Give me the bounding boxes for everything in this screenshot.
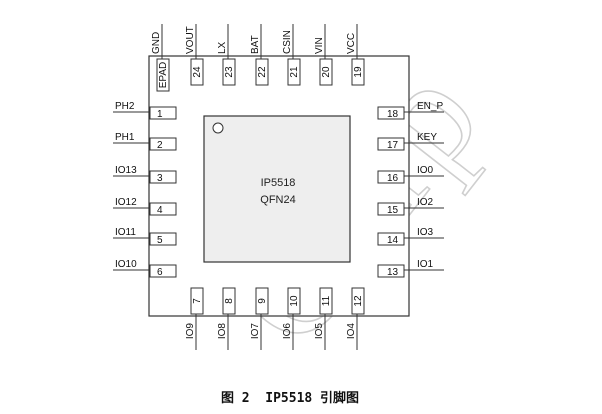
pin-label-io11: IO11 bbox=[115, 227, 136, 238]
pin-label-io10: IO10 bbox=[115, 259, 137, 270]
figure-caption: 图 2 IP5518 引脚图 bbox=[221, 390, 359, 406]
pin-label-io5: IO5 bbox=[314, 323, 325, 340]
pin-label-vin: VIN bbox=[314, 37, 325, 54]
pin-number-6: 6 bbox=[157, 267, 163, 278]
pin-pad-15 bbox=[377, 202, 405, 216]
pin-label-vcc: VCC bbox=[346, 33, 357, 54]
pin-label-io2: IO2 bbox=[417, 197, 434, 208]
pin-pad-16 bbox=[377, 170, 405, 184]
pin-label-io7: IO7 bbox=[250, 323, 261, 340]
chip-name: IP5518 bbox=[261, 177, 296, 189]
pin-label-en-p: EN_P bbox=[417, 101, 443, 112]
pin-number-9: 9 bbox=[257, 298, 268, 304]
pin-pad-1 bbox=[149, 106, 177, 120]
pin-number-21: 21 bbox=[289, 66, 300, 78]
pin-pad-18 bbox=[377, 106, 405, 120]
pin-number-17: 17 bbox=[387, 140, 399, 151]
pin-number-1: 1 bbox=[157, 109, 163, 120]
pin-pad-5 bbox=[149, 232, 177, 246]
pin-number-epad: EPAD bbox=[158, 62, 169, 89]
pin-pad-17 bbox=[377, 137, 405, 151]
pin-number-11: 11 bbox=[321, 295, 332, 306]
pin-label-csin: CSIN bbox=[282, 30, 293, 54]
pin-number-24: 24 bbox=[192, 66, 203, 78]
pin-number-2: 2 bbox=[157, 140, 163, 151]
pin-pad-14 bbox=[377, 232, 405, 246]
pin-label-io4: IO4 bbox=[346, 323, 357, 340]
pin-pad-22 bbox=[255, 58, 269, 86]
pin-pad-13 bbox=[377, 264, 405, 278]
pin-label-io9: IO9 bbox=[185, 323, 196, 340]
pin-number-14: 14 bbox=[387, 235, 399, 246]
pin-label-io8: IO8 bbox=[217, 323, 228, 340]
pin-pad-4 bbox=[149, 202, 177, 216]
pin-label-io3: IO3 bbox=[417, 227, 434, 238]
pin-pad-epad bbox=[156, 58, 170, 92]
pin-label-bat: BAT bbox=[250, 35, 261, 54]
pin1-marker bbox=[212, 122, 224, 134]
pin-pad-23 bbox=[222, 58, 236, 86]
pin-number-5: 5 bbox=[157, 235, 163, 246]
pin-pad-3 bbox=[149, 170, 177, 184]
pin-number-20: 20 bbox=[321, 66, 332, 78]
pin-pad-6 bbox=[149, 264, 177, 278]
pin-pad-10 bbox=[287, 287, 301, 315]
pin-label-lx: LX bbox=[217, 41, 228, 54]
pin-number-7: 7 bbox=[192, 298, 203, 304]
pin-number-19: 19 bbox=[353, 66, 364, 78]
pin-number-23: 23 bbox=[224, 66, 235, 78]
pin-number-12: 12 bbox=[353, 295, 364, 307]
pin-pad-20 bbox=[319, 58, 333, 86]
pin-label-io0: IO0 bbox=[417, 165, 434, 176]
pin-pad-12 bbox=[351, 287, 365, 315]
pin-label-io1: IO1 bbox=[417, 259, 434, 270]
pin-pad-11 bbox=[319, 287, 333, 315]
pin-number-18: 18 bbox=[387, 109, 399, 120]
pin-number-22: 22 bbox=[257, 66, 268, 78]
pin-pad-19 bbox=[351, 58, 365, 86]
pin-pad-21 bbox=[287, 58, 301, 86]
pin-number-4: 4 bbox=[157, 205, 163, 216]
pin-layer: 1 PH2 2 PH1 3 IO13 4 IO12 5 IO11 6 IO10 13 IO1 14 IO3 15… bbox=[113, 24, 444, 350]
pin-pad-8 bbox=[222, 287, 236, 315]
pin-pad-9 bbox=[255, 287, 269, 315]
pin-label-ph2: PH2 bbox=[115, 101, 135, 112]
pin-number-10: 10 bbox=[289, 295, 300, 307]
pin-label-io13: IO13 bbox=[115, 165, 137, 176]
pin-label-ph1: PH1 bbox=[115, 132, 135, 143]
pin-pad-24 bbox=[190, 58, 204, 86]
pin-number-8: 8 bbox=[224, 298, 235, 304]
pin-number-16: 16 bbox=[387, 173, 399, 184]
package-type: QFN24 bbox=[260, 194, 295, 206]
pin-label-vout: VOUT bbox=[185, 26, 196, 54]
pin-label-io12: IO12 bbox=[115, 197, 137, 208]
pin-label-key: KEY bbox=[417, 132, 437, 143]
pin-number-15: 15 bbox=[387, 205, 399, 216]
die-area bbox=[203, 115, 351, 263]
pin-pad-7 bbox=[190, 287, 204, 315]
pin-number-3: 3 bbox=[157, 173, 163, 184]
pin-pad-2 bbox=[149, 137, 177, 151]
pin-label-gnd: GND bbox=[151, 32, 162, 54]
pin-number-13: 13 bbox=[387, 267, 399, 278]
pin-label-io6: IO6 bbox=[282, 323, 293, 340]
